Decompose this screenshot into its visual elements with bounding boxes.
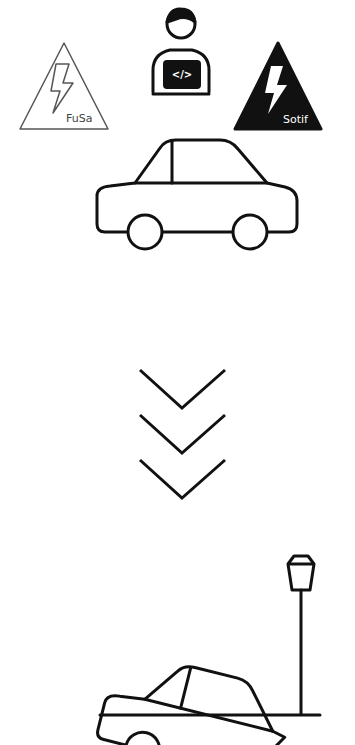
node-outline bbox=[233, 40, 323, 132]
node-label: FuSa bbox=[66, 113, 92, 124]
crashed-car bbox=[92, 648, 302, 745]
developer-figure bbox=[153, 9, 209, 94]
car-icon bbox=[97, 140, 297, 249]
node-label: </> bbox=[172, 70, 192, 80]
sotif-warning-triangle: Sotif bbox=[233, 40, 323, 132]
lamp-post bbox=[100, 556, 320, 715]
fusa-warning-triangle: FuSa bbox=[18, 40, 110, 132]
node-outline bbox=[18, 40, 110, 132]
down-chevrons bbox=[140, 370, 225, 498]
node-label: Sotif bbox=[283, 114, 308, 125]
laptop-screen: </> bbox=[163, 60, 201, 89]
